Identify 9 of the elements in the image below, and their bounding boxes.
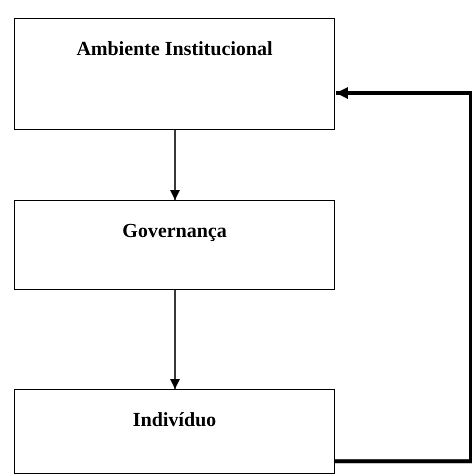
process-box bbox=[14, 18, 335, 130]
box-label: Ambiente Institucional bbox=[76, 37, 273, 62]
arrow bbox=[170, 130, 180, 200]
arrow bbox=[335, 87, 472, 464]
box-label: Indivíduo bbox=[132, 408, 216, 433]
process-box bbox=[14, 200, 335, 290]
arrow bbox=[170, 290, 180, 389]
box-label: Governança bbox=[122, 219, 227, 244]
process-box bbox=[14, 389, 335, 474]
